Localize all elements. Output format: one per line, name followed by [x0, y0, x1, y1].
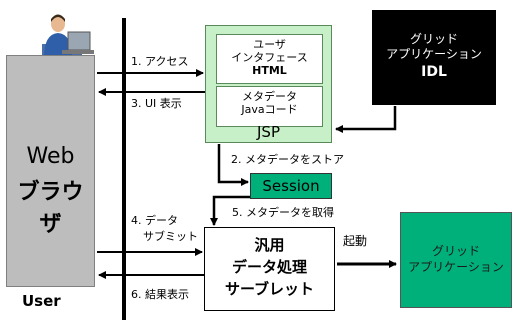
step-4-label-line1: 4. データ — [131, 214, 178, 227]
grid-application-box: グリッド アプリケーション — [400, 212, 512, 308]
jsp-meta-line2: Javaコード — [241, 103, 298, 116]
arrow-get-metadata — [210, 195, 250, 226]
jsp-box: ユーザ インタフェース HTML メタデータ Javaコード JSP — [205, 25, 332, 143]
step-2-label: 2. メタデータをストア — [231, 153, 344, 166]
servlet-line2: データ処理 — [231, 258, 307, 276]
step-3-label: 3. UI 表示 — [131, 97, 182, 110]
jsp-ui-line2: インタフェース — [231, 51, 308, 64]
generic-data-servlet-box: 汎用 データ処理 サーブレット — [204, 227, 335, 311]
browser-label-web: Web — [26, 144, 75, 169]
arrow-idl-to-jsp — [335, 106, 397, 133]
step-5-label: 5. メタデータを取得 — [232, 206, 334, 219]
jsp-ui-line3: HTML — [252, 64, 287, 77]
grid-idl-line2: アプリケーション — [386, 47, 482, 61]
jsp-ui-line1: ユーザ — [253, 38, 286, 51]
jsp-label: JSP — [257, 123, 280, 141]
session-box: Session — [250, 173, 332, 199]
jsp-ui-html-box: ユーザ インタフェース HTML — [216, 34, 323, 84]
jsp-meta-line1: メタデータ — [242, 90, 297, 103]
launch-label: 起動 — [343, 234, 368, 248]
jsp-metadata-java-box: メタデータ Javaコード — [216, 86, 323, 127]
web-browser-box: Web ブラウザ — [6, 55, 95, 287]
grid-idl-line3: IDL — [421, 64, 447, 80]
step-6-label: 6. 結果表示 — [131, 288, 189, 301]
step-4-label-line2: サブミット — [143, 230, 198, 243]
browser-label-browser: ブラウザ — [17, 180, 84, 237]
servlet-line1: 汎用 — [254, 236, 285, 254]
user-label: User — [22, 292, 61, 310]
step-1-label: 1. アクセス — [131, 55, 189, 68]
grid-idl-line1: グリッド — [409, 32, 458, 46]
arrow-store-metadata — [217, 144, 249, 186]
grid-application-idl-box: グリッド アプリケーション IDL — [372, 10, 496, 105]
servlet-line3: サーブレット — [224, 280, 315, 298]
grid-app-line1: グリッド — [431, 244, 480, 258]
grid-app-line2: アプリケーション — [408, 260, 504, 274]
